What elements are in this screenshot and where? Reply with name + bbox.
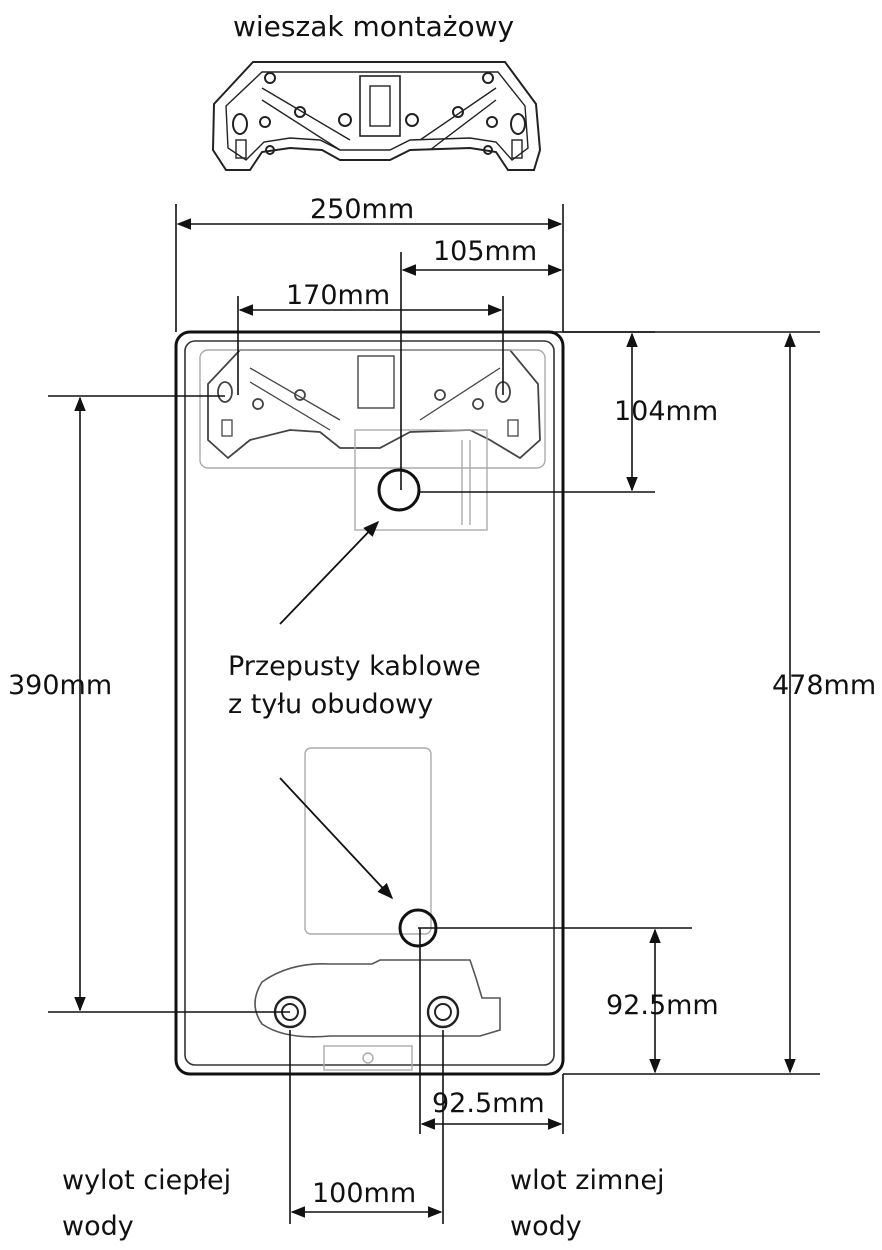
hanger-title: wieszak montażowy bbox=[233, 10, 515, 43]
cold-inlet-line-1: wlot zimnej bbox=[510, 1165, 665, 1196]
dim-bottom-hole-92-5: 92.5mm bbox=[606, 990, 719, 1021]
mounting-hanger-illustration bbox=[211, 61, 542, 171]
dim-top-hole-104: 104mm bbox=[614, 396, 719, 427]
dimension-lines bbox=[48, 204, 820, 1224]
cable-glands-label: Przepusty kablowe z tyłu obudowy bbox=[228, 648, 481, 724]
dim-total-height-478: 478mm bbox=[772, 670, 877, 701]
cold-inlet-label: wlot zimnej wody bbox=[510, 1158, 664, 1250]
dim-bottom-offset-92-5: 92.5mm bbox=[432, 1088, 545, 1119]
cold-inlet-fitting bbox=[426, 995, 460, 1029]
cable-glands-line-1: Przepusty kablowe bbox=[228, 651, 481, 682]
dim-hanger-holes-170: 170mm bbox=[286, 280, 391, 311]
cold-inlet-line-2: wody bbox=[510, 1211, 582, 1242]
cable-glands-line-2: z tyłu obudowy bbox=[228, 689, 434, 720]
dim-top-offset-105: 105mm bbox=[433, 236, 538, 267]
hot-outlet-line-1: wylot ciepłej bbox=[62, 1165, 232, 1196]
arrow-to-bottom-gland bbox=[279, 777, 394, 900]
dim-width-250: 250mm bbox=[310, 194, 415, 225]
hot-outlet-label: wylot ciepłej wody bbox=[62, 1158, 231, 1250]
dim-pipe-spacing-100: 100mm bbox=[312, 1178, 417, 1209]
hot-outlet-line-2: wody bbox=[62, 1211, 134, 1242]
dim-mount-height-390: 390mm bbox=[8, 670, 113, 701]
arrow-to-top-gland bbox=[279, 520, 380, 625]
pointer-arrows bbox=[279, 520, 394, 900]
